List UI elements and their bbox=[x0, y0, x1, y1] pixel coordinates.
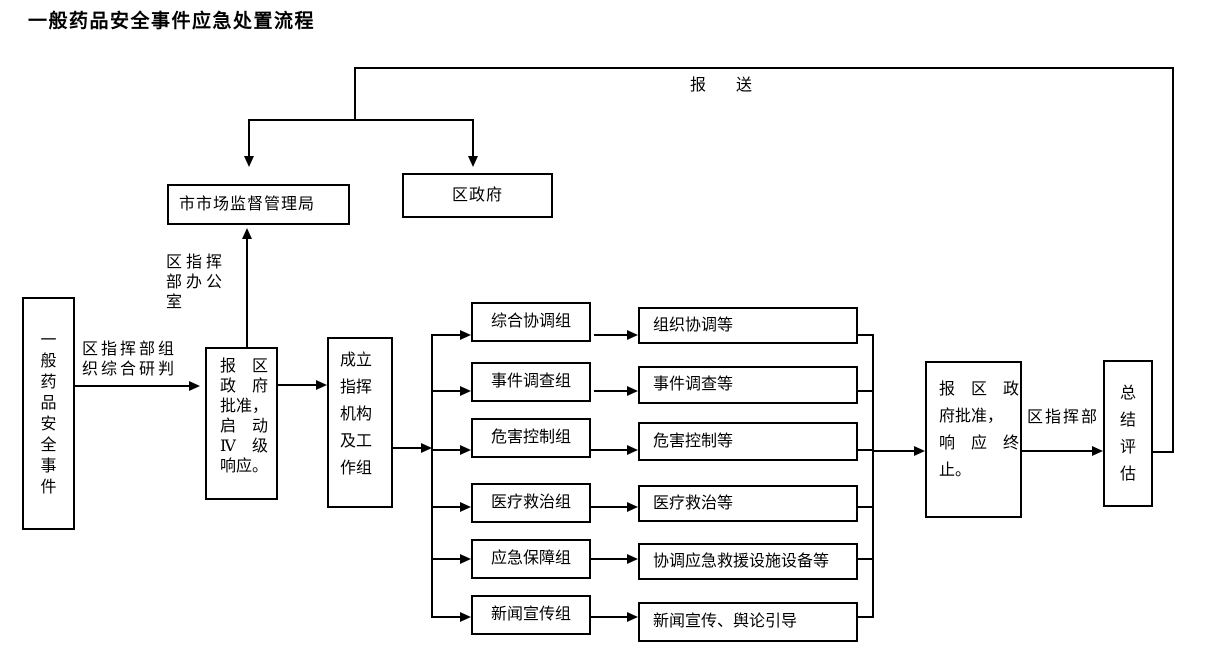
node-report-end-response: 报 区 政 府批准， 响 应 终 止。 bbox=[925, 361, 1022, 518]
connector-submit-top bbox=[354, 67, 1174, 69]
connector-collect-6 bbox=[858, 616, 874, 618]
arrowhead-report-to-summary bbox=[1092, 446, 1103, 456]
connector-branch-6 bbox=[433, 616, 461, 618]
node-task-medical: 医疗救治等 bbox=[638, 485, 858, 522]
connector-task-3 bbox=[591, 449, 627, 451]
arrowhead-approve-to-setup bbox=[316, 380, 327, 390]
arrowhead-branch-5 bbox=[460, 554, 471, 564]
node-approve-level4: 报 区 政 府 批准， 启 动 Ⅳ 级 响应。 bbox=[205, 347, 278, 500]
connector-branch-2 bbox=[433, 390, 461, 392]
connector-group-spine bbox=[431, 334, 433, 618]
connector-branch-5 bbox=[433, 558, 461, 560]
connector-setup-to-spine bbox=[393, 447, 422, 449]
arrowhead-approve-to-bureau bbox=[242, 228, 252, 239]
arrowhead-branch-2 bbox=[460, 386, 471, 396]
connector-collect-1 bbox=[858, 334, 874, 336]
connector-to-district-gov bbox=[472, 119, 474, 157]
connector-collect-4 bbox=[858, 506, 874, 508]
node-group-investigation: 事件调查组 bbox=[471, 362, 591, 402]
node-task-support: 协调应急救援设施设备等 bbox=[638, 543, 858, 580]
node-task-news: 新闻宣传、舆论引导 bbox=[638, 602, 858, 642]
node-task-investigation: 事件调查等 bbox=[638, 366, 858, 404]
connector-task-6 bbox=[591, 616, 627, 618]
page-title: 一般药品安全事件应急处置流程 bbox=[28, 11, 316, 32]
arrowhead-to-market-bureau bbox=[244, 156, 254, 167]
arrowhead-task-4 bbox=[627, 502, 638, 512]
node-group-coordination: 综合协调组 bbox=[471, 302, 591, 342]
connector-event-to-approve bbox=[75, 385, 190, 387]
arrowhead-branch-4 bbox=[460, 502, 471, 512]
arrowhead-to-district-gov bbox=[468, 156, 478, 167]
arrowhead-task-6 bbox=[627, 612, 638, 622]
connector-task-4 bbox=[591, 506, 627, 508]
arrowhead-task-5 bbox=[627, 554, 638, 564]
node-task-coordination: 组织协调等 bbox=[638, 307, 858, 344]
connector-collect-5 bbox=[858, 558, 874, 560]
node-market-supervision-bureau: 市市场监督管理局 bbox=[167, 184, 350, 225]
connector-branch-3 bbox=[433, 449, 461, 451]
connector-branch-1 bbox=[433, 334, 461, 336]
connector-submit-right-riser bbox=[1172, 67, 1174, 453]
connector-submit-left-drop bbox=[354, 67, 356, 121]
connector-task-5 bbox=[591, 558, 627, 560]
arrowhead-branch-3 bbox=[460, 445, 471, 455]
connector-branch-4 bbox=[433, 506, 461, 508]
connector-collector-line bbox=[872, 334, 874, 618]
arrowhead-task-1 bbox=[627, 330, 638, 340]
label-joint-research: 区指挥部组 织综合研判 bbox=[82, 341, 178, 378]
arrowhead-branch-1 bbox=[460, 330, 471, 340]
connector-approve-to-setup bbox=[278, 384, 318, 386]
arrowhead-task-2 bbox=[627, 386, 638, 396]
node-summary-evaluation: 总 结 评 估 bbox=[1119, 384, 1136, 483]
connector-collect-2 bbox=[858, 390, 874, 392]
connector-summary-to-riser bbox=[1153, 451, 1174, 453]
connector-task-2 bbox=[594, 390, 627, 392]
arrowhead-event-to-approve bbox=[189, 381, 200, 391]
label-district-command: 区指挥部 bbox=[1027, 409, 1100, 426]
connector-approve-to-bureau bbox=[246, 238, 248, 347]
node-district-government: 区政府 bbox=[402, 173, 553, 218]
connector-collect-3 bbox=[858, 449, 874, 451]
node-group-medical: 医疗救治组 bbox=[471, 483, 591, 523]
label-command-office: 区 指 挥 部 办 公 室 bbox=[166, 254, 223, 311]
connector-submit-split bbox=[248, 119, 474, 121]
connector-collector-to-report bbox=[874, 450, 915, 452]
connector-task-1 bbox=[594, 334, 627, 336]
node-drug-safety-event: 一 般 药 品 安 全 事 件 bbox=[40, 331, 57, 496]
node-setup-command: 成立 指挥 机构 及工 作组 bbox=[327, 337, 393, 508]
arrowhead-collector-to-report bbox=[914, 446, 925, 456]
arrowhead-branch-6 bbox=[460, 612, 471, 622]
label-submit: 报 送 bbox=[690, 77, 753, 94]
connector-to-market-bureau bbox=[248, 119, 250, 157]
arrowhead-task-3 bbox=[627, 445, 638, 455]
connector-report-to-summary bbox=[1022, 450, 1093, 452]
arrowhead-setup-to-spine bbox=[421, 443, 432, 453]
node-group-news: 新闻宣传组 bbox=[471, 595, 591, 635]
node-task-hazard-control: 危害控制等 bbox=[638, 422, 858, 461]
node-group-support: 应急保障组 bbox=[471, 539, 591, 579]
node-group-hazard-control: 危害控制组 bbox=[471, 418, 591, 458]
